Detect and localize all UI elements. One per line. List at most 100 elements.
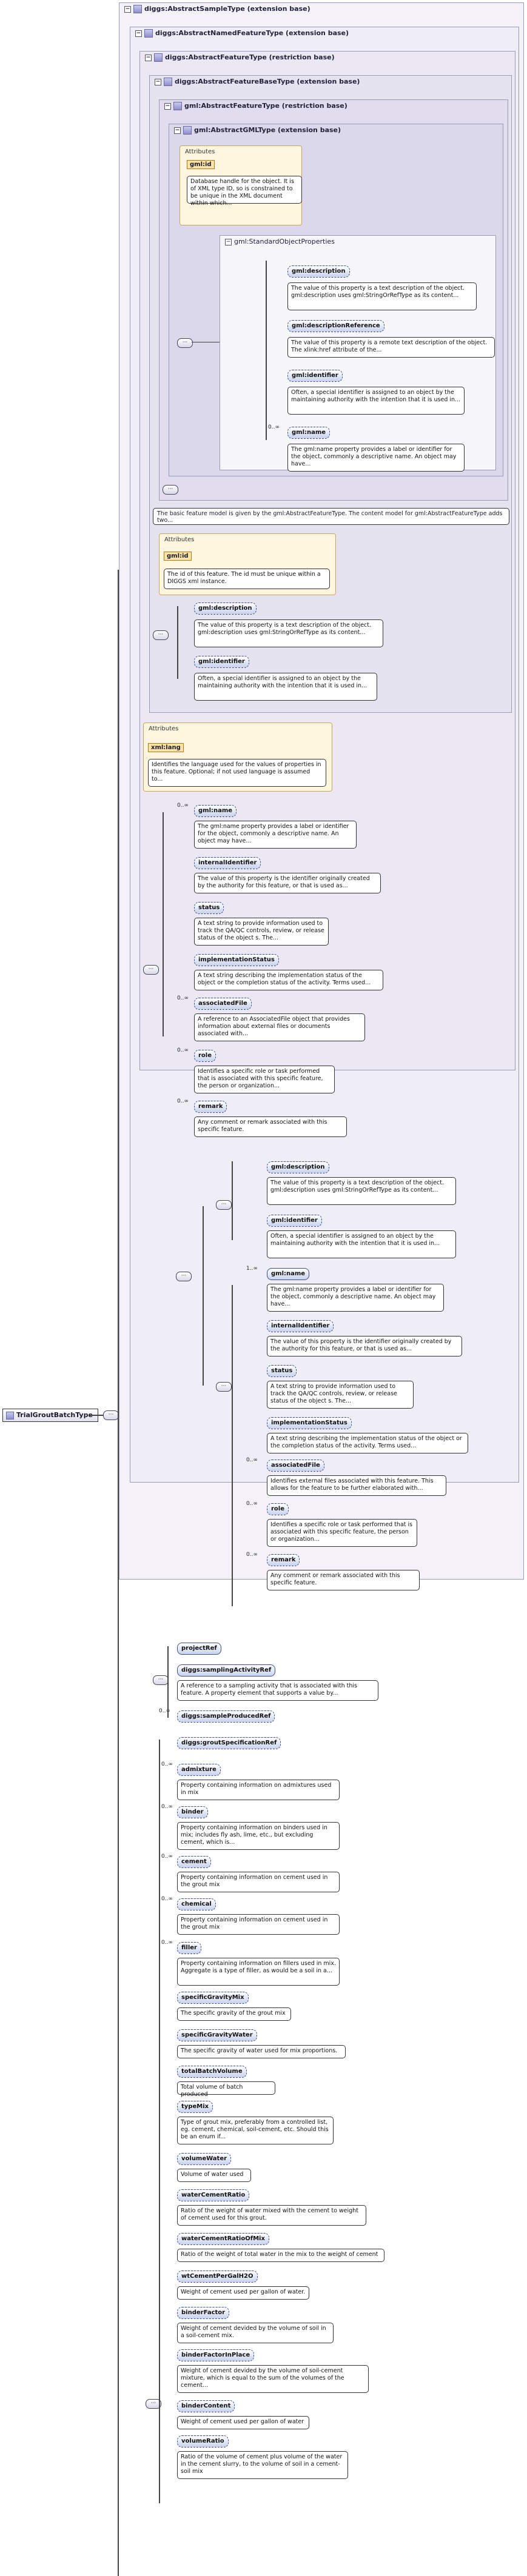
sequence-icon: ··· <box>176 1272 192 1281</box>
attribute-description: Identifies the language used for the val… <box>148 759 326 787</box>
element-gml-description-reference[interactable]: gml:descriptionReference <box>287 320 384 332</box>
element-volume-water[interactable]: volumeWater <box>177 2153 232 2165</box>
element-description: Identifies a specific role or task perfo… <box>194 1066 335 1093</box>
element-binder[interactable]: binder <box>177 1806 208 1818</box>
collapse-icon[interactable]: − <box>225 238 232 245</box>
element-chemical[interactable]: chemical <box>177 1898 216 1910</box>
element-gml-identifier[interactable]: gml:identifier <box>267 1215 322 1227</box>
collapse-icon[interactable]: − <box>174 127 181 134</box>
element-description: Ratio of the weight of water mixed with … <box>177 2205 366 2226</box>
element-internal-identifier[interactable]: internalIdentifier <box>267 1320 334 1332</box>
element-gml-name[interactable]: gml:name <box>267 1268 310 1280</box>
collapse-icon[interactable]: − <box>155 78 161 85</box>
element-description: Often, a special identifier is assigned … <box>287 387 465 415</box>
element-admixture[interactable]: admixture <box>177 1764 221 1776</box>
element-project-ref[interactable]: projectRef <box>177 1643 221 1655</box>
element-description: The specific gravity of water used for m… <box>177 2045 346 2058</box>
annotation-note: The basic feature model is given by the … <box>153 508 509 525</box>
element-implementation-status[interactable]: implementationStatus <box>267 1417 352 1429</box>
element-gml-description[interactable]: gml:description <box>287 265 350 278</box>
element-cement[interactable]: cement <box>177 1856 211 1868</box>
element-description: The value of this property is a remote t… <box>287 337 495 358</box>
element-role[interactable]: role <box>267 1503 289 1515</box>
element-description: Any comment or remark associated with th… <box>194 1116 347 1137</box>
element-description: Property containing information on admix… <box>177 1780 340 1800</box>
element-status[interactable]: status <box>194 902 224 914</box>
element-remark[interactable]: remark <box>194 1101 227 1113</box>
element-description: Weight of cement devided by the volume o… <box>177 2365 369 2393</box>
element-grout-specification-ref[interactable]: diggs:groutSpecificationRef <box>177 1737 281 1749</box>
element-remark[interactable]: remark <box>267 1554 300 1566</box>
element-binder-content[interactable]: binderContent <box>177 2400 235 2412</box>
element-description: A text string to provide information use… <box>194 918 329 946</box>
element-description: The gml:name property provides a label o… <box>194 821 357 849</box>
element-sampling-activity-ref[interactable]: diggs:samplingActivityRef <box>177 1664 276 1677</box>
connector <box>118 570 119 2576</box>
element-internal-identifier[interactable]: internalIdentifier <box>194 857 261 869</box>
element-implementation-status[interactable]: implementationStatus <box>194 954 279 966</box>
element-description: The value of this property is the identi… <box>267 1336 462 1356</box>
element-description: A text string describing the implementat… <box>267 1433 468 1453</box>
element-associated-file[interactable]: associatedFile <box>194 998 252 1010</box>
element-description: The value of this property is a text des… <box>267 1177 456 1205</box>
collapse-icon[interactable]: − <box>145 54 152 61</box>
root-type[interactable]: TrialGroutBatchType <box>2 1409 98 1422</box>
element-gml-name[interactable]: gml:name <box>287 427 331 439</box>
element-gml-description[interactable]: gml:description <box>267 1161 329 1173</box>
element-description: The gml:name property provides a label o… <box>287 444 465 472</box>
sequence-icon: ··· <box>153 1675 169 1685</box>
element-gml-name[interactable]: gml:name <box>194 805 237 817</box>
element-description: A reference to a sampling activity that … <box>177 1680 378 1701</box>
attribute-xml-lang[interactable]: xml:lang <box>148 743 184 752</box>
collapse-icon[interactable]: − <box>135 30 142 37</box>
element-binder-factor-in-place[interactable]: binderFactorInPlace <box>177 2349 255 2361</box>
element-description: Property containing information on binde… <box>177 1822 340 1850</box>
complex-type-icon <box>173 102 182 110</box>
element-description: Volume of water used <box>177 2169 251 2182</box>
connector <box>232 1285 233 1606</box>
element-wt-cement-per-gal-h2o[interactable]: wtCementPerGalH2O <box>177 2271 258 2283</box>
sequence-icon: ··· <box>143 965 159 975</box>
sequence-icon: ··· <box>103 1410 119 1420</box>
sequence-icon: ··· <box>177 338 193 348</box>
complex-type-icon <box>154 53 163 62</box>
connector <box>266 261 267 440</box>
element-description: The gml:name property provides a label o… <box>267 1284 444 1312</box>
element-description: Total volume of batch produced <box>177 2081 275 2098</box>
attribute-gml-id[interactable]: gml:id <box>164 552 192 561</box>
element-status[interactable]: status <box>267 1365 297 1377</box>
complex-type-icon <box>6 1412 14 1420</box>
sequence-icon: ··· <box>216 1200 232 1210</box>
element-filler[interactable]: filler <box>177 1942 201 1954</box>
element-water-cement-ratio-of-mix[interactable]: waterCementRatioOfMix <box>177 2233 269 2245</box>
element-description: Weight of cement devided by the volume o… <box>177 2323 334 2343</box>
element-sample-produced-ref[interactable]: diggs:sampleProducedRef <box>177 1710 275 1723</box>
attribute-gml-id[interactable]: gml:id <box>187 160 215 169</box>
element-gml-identifier[interactable]: gml:identifier <box>194 656 249 668</box>
element-type-mix[interactable]: typeMix <box>177 2101 213 2113</box>
element-gml-identifier[interactable]: gml:identifier <box>287 370 343 382</box>
complex-type-icon <box>164 78 172 86</box>
element-water-cement-ratio[interactable]: waterCementRatio <box>177 2189 250 2201</box>
collapse-icon[interactable]: − <box>164 102 171 110</box>
element-description: The value of this property is the identi… <box>194 873 381 893</box>
element-binder-factor[interactable]: binderFactor <box>177 2307 230 2319</box>
element-specific-gravity-water[interactable]: specificGravityWater <box>177 2029 257 2041</box>
element-description: Identifies a specific role or task perfo… <box>267 1519 417 1547</box>
element-description: A reference to an AssociatedFile object … <box>194 1013 365 1041</box>
connector <box>167 1646 169 1718</box>
element-total-batch-volume[interactable]: totalBatchVolume <box>177 2066 247 2078</box>
element-description: Any comment or remark associated with th… <box>267 1570 420 1590</box>
element-associated-file[interactable]: associatedFile <box>267 1460 324 1472</box>
element-description: Property containing information on fille… <box>177 1958 340 1986</box>
element-role[interactable]: role <box>194 1050 217 1062</box>
connector <box>177 606 178 679</box>
element-volume-ratio[interactable]: volumeRatio <box>177 2435 229 2448</box>
sequence-icon: ··· <box>216 1382 232 1392</box>
element-description: Property containing information on cemen… <box>177 1914 340 1935</box>
element-specific-gravity-mix[interactable]: specificGravityMix <box>177 1992 249 2004</box>
element-description: A text string describing the implementat… <box>194 970 383 990</box>
collapse-icon[interactable]: − <box>124 5 131 13</box>
attribute-description: The id of this feature. The id must be u… <box>164 569 330 589</box>
element-gml-description[interactable]: gml:description <box>194 602 257 615</box>
